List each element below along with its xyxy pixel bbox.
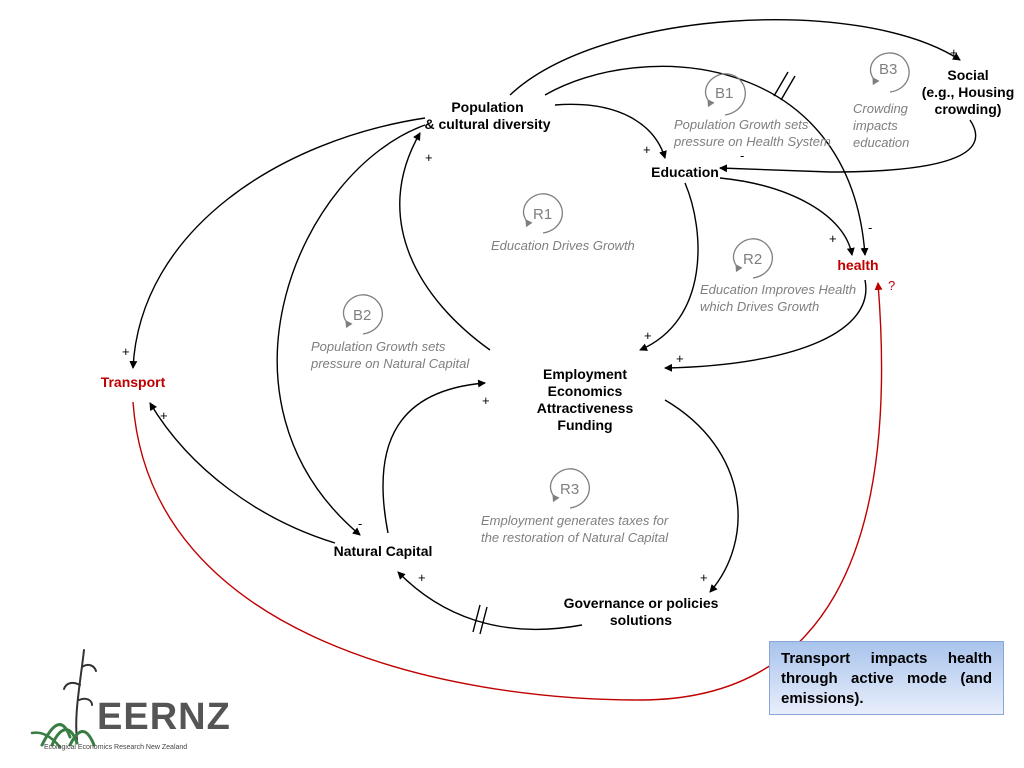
node-social-line-3: crowding) [934, 101, 1002, 117]
arrow-natural-capital-transport [149, 402, 336, 544]
loop-label-b3-line-2: impacts [853, 118, 898, 133]
loop-label-b2: Population Growth sets pressure on Natur… [311, 338, 469, 372]
arrow-transport-health [132, 282, 883, 701]
node-social-line-1: Social [947, 67, 989, 83]
loop-arrow-r3 [550, 468, 591, 509]
loop-id-b1: B1 [715, 85, 734, 102]
node-transport: Transport [100, 374, 166, 390]
loop-label-b1: Population Growth sets pressure on Healt… [674, 116, 831, 150]
node-governance-line-1: Governance or policies [563, 595, 719, 611]
node-governance-line-2: solutions [609, 612, 673, 628]
delay-mark-governance [472, 604, 488, 635]
node-population-line-1: Population [451, 99, 524, 115]
loop-label-r1: Education Drives Growth [491, 237, 635, 254]
loop-id-r3: R3 [560, 481, 580, 498]
arrow-population-natural-capital [276, 124, 426, 536]
logo-subtitle: Ecological Economics Research New Zealan… [44, 744, 188, 751]
node-social: Social (e.g., Housing crowding) [918, 67, 1018, 118]
loop-arrow-r2 [733, 238, 774, 279]
sign-population-employment: + [425, 150, 433, 165]
arrow-employment-governance [664, 399, 739, 593]
node-education: Education [651, 164, 719, 180]
loop-arrow-b3 [870, 52, 910, 93]
node-health: health [837, 257, 879, 273]
arrow-health-employment [664, 279, 867, 372]
arrow-education-employment [639, 182, 699, 351]
sign-population-natural-capital: - [358, 516, 363, 531]
loop-label-r2: Education Improves Health which Drives G… [700, 281, 856, 315]
loop-id-b2: B2 [353, 307, 372, 324]
sign-education-health: + [829, 231, 837, 246]
loop-label-b1-line-2: pressure on Health System [674, 134, 831, 149]
sign-population-transport: + [122, 344, 130, 359]
node-population: Population & cultural diversity [420, 99, 555, 133]
loop-label-b2-line-2: pressure on Natural Capital [311, 356, 470, 371]
arrow-population-social [509, 19, 961, 96]
sign-social-education: - [740, 148, 745, 163]
sign-natural-capital-transport: + [160, 408, 168, 423]
sign-governance-natural-capital: + [418, 570, 426, 585]
sign-transport-health: ? [888, 278, 896, 293]
node-natural-capital: Natural Capital [333, 543, 433, 559]
flax-plant-icon [30, 649, 97, 749]
sign-population-health: - [868, 220, 873, 235]
node-governance: Governance or policies solutions [555, 595, 727, 629]
sign-health-employment: + [676, 351, 684, 366]
delay-mark-health [773, 71, 796, 101]
loop-label-b1-line-1: Population Growth sets [674, 117, 809, 132]
node-employment: Employment Economics Attractiveness Fund… [520, 366, 650, 434]
loop-label-b3-line-3: education [853, 135, 910, 150]
loop-label-r3-line-2: the restoration of Natural Capital [481, 530, 669, 545]
loop-label-r1-line-1: Education Drives Growth [491, 238, 635, 253]
loop-label-b3: Crowding impacts education [853, 100, 909, 151]
loop-arrow-b1 [705, 73, 746, 116]
arrow-population-education [554, 103, 667, 159]
arrow-population-health [544, 65, 869, 256]
arrow-natural-capital-employment [382, 379, 486, 534]
node-employment-line-4: Funding [557, 417, 613, 433]
sign-natural-capital-employment: + [482, 393, 490, 408]
arrow-governance-natural-capital [397, 571, 583, 631]
loop-label-b3-line-1: Crowding [853, 101, 908, 116]
node-employment-line-1: Employment [542, 366, 627, 382]
node-population-line-2: & cultural diversity [424, 116, 551, 132]
loop-id-r2: R2 [743, 251, 763, 268]
loop-id-b3: B3 [879, 61, 898, 78]
arrow-employment-population [399, 132, 491, 351]
sign-population-education: + [643, 142, 651, 157]
arrow-social-education [719, 119, 977, 173]
note-box: Transport impacts health through active … [769, 641, 1004, 715]
arrow-education-health [719, 177, 855, 256]
eernz-logo [30, 649, 97, 749]
loop-label-r2-line-2: which Drives Growth [700, 299, 820, 314]
loop-label-r3-line-1: Employment generates taxes for [481, 513, 669, 528]
logo-wordmark: EERNZ [97, 696, 231, 738]
arrow-population-transport [129, 117, 426, 369]
sign-education-employment: + [644, 328, 652, 343]
sign-population-social: + [950, 45, 958, 60]
loop-arrow-b2 [343, 294, 384, 335]
loop-label-b2-line-1: Population Growth sets [311, 339, 446, 354]
loop-label-r2-line-1: Education Improves Health [700, 282, 857, 297]
loop-arrow-r1 [523, 193, 564, 234]
node-employment-line-2: Economics [547, 383, 623, 399]
sign-employment-governance: + [700, 570, 708, 585]
node-employment-line-3: Attractiveness [536, 400, 634, 416]
loop-id-r1: R1 [533, 206, 553, 223]
loop-label-r3: Employment generates taxes for the resto… [481, 512, 668, 546]
node-social-line-2: (e.g., Housing [921, 84, 1015, 100]
